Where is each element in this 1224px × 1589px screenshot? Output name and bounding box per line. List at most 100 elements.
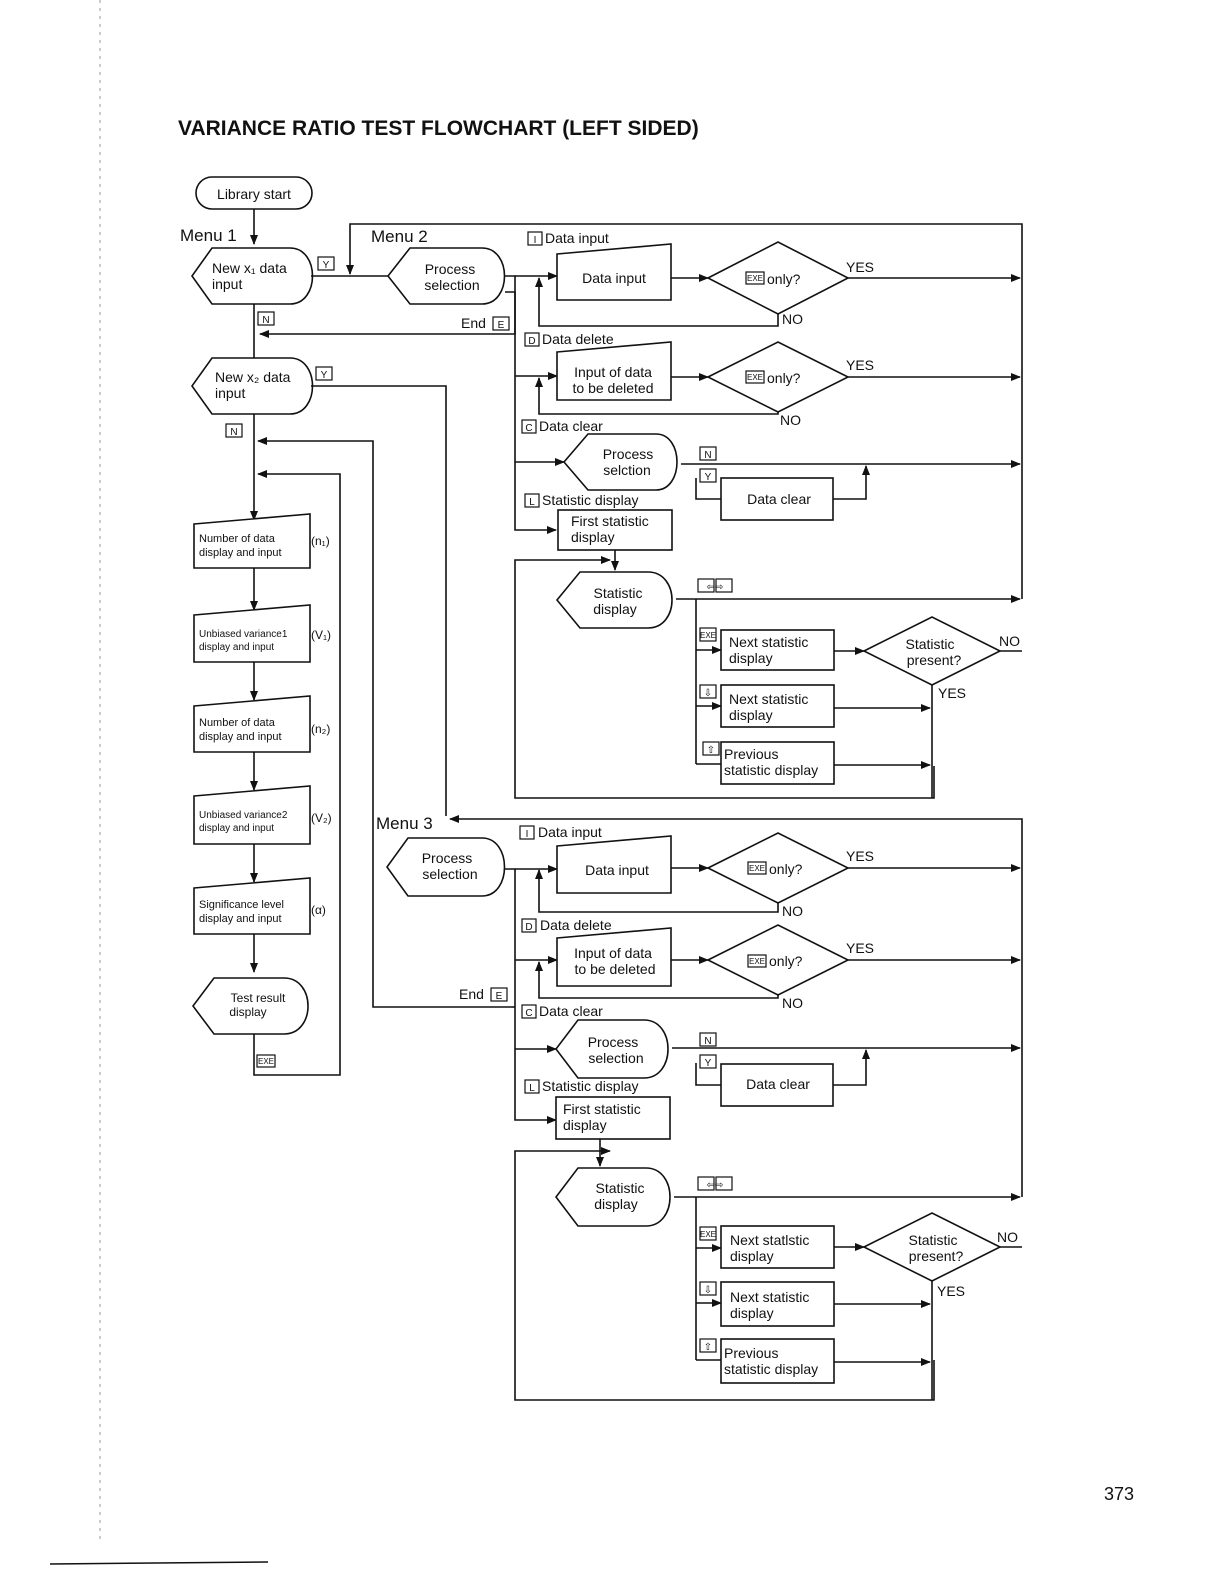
- menu3-stat-display-line2: display: [594, 1196, 638, 1212]
- left-arrow-key-icon: [697, 578, 715, 593]
- i-key-icon: [527, 231, 543, 246]
- new-x1-input-shape: [191, 247, 314, 305]
- n1-box-line2: display and input: [199, 547, 282, 559]
- left-right-keys-label: ⇦⇨: [707, 1180, 724, 1191]
- line-menu3-stat-loop: [514, 1147, 935, 1401]
- menu3-first-stat-line2: display: [563, 1117, 607, 1133]
- new-x1-label-line2: input: [212, 276, 242, 292]
- right-arrow-key-icon: [715, 1176, 733, 1191]
- test-result-line2: display: [229, 1005, 266, 1019]
- menu2-only-label-2: only?: [767, 370, 801, 386]
- menu2-delete-line1: Input of data: [574, 364, 652, 380]
- line-menu2-branch-spine: [505, 275, 557, 534]
- menu3-data-clear-box-label: Data clear: [746, 1076, 810, 1092]
- menu3-label: Menu 3: [376, 814, 433, 833]
- menu3-no-2: NO: [782, 995, 803, 1011]
- v1-symbol: (V₁): [311, 628, 331, 642]
- y-key-label: Y: [323, 260, 330, 271]
- menu3-process-selection-shape: [386, 837, 506, 897]
- line-menu2-stat-loop: [514, 556, 935, 799]
- n-key-label: N: [704, 450, 711, 461]
- y-key-icon: [699, 468, 717, 483]
- y-key-icon: [315, 366, 333, 381]
- menu2-data-input-box: [556, 243, 672, 301]
- menu3-delete-line2: to be deleted: [575, 961, 656, 977]
- exe-key-label: EXE: [749, 864, 765, 873]
- menu3-next-statistic-box-2: [720, 1281, 835, 1327]
- e-key-label: E: [498, 320, 505, 331]
- new-x2-input-shape: [191, 357, 314, 415]
- new-x1-label-line1: New x₁ data: [212, 260, 287, 276]
- n-key-label: N: [262, 315, 269, 326]
- line-menu3-branch-spine: [505, 868, 557, 1124]
- line-data-clear-return: [833, 465, 870, 500]
- d-key-label: D: [525, 922, 532, 933]
- menu3-data-clear-branch: Data clear: [539, 1003, 603, 1019]
- menu3-first-stat-line1: First statistic: [563, 1101, 641, 1117]
- down-arrow-key-icon: [699, 684, 717, 699]
- page-bottom-edge: [49, 1561, 269, 1565]
- menu3-data-input-box-label: Data input: [585, 862, 649, 878]
- down-key-label: ⇩: [704, 1285, 712, 1296]
- up-arrow-key-icon: [702, 741, 720, 756]
- menu2-data-delete-branch: Data delete: [542, 331, 614, 347]
- e-key-icon: [492, 316, 510, 331]
- menu3-clear-process-shape: [554, 1019, 669, 1079]
- y-key-label: Y: [321, 370, 328, 381]
- menu3-present-no: NO: [997, 1229, 1018, 1245]
- menu2-end-label: End: [461, 315, 486, 331]
- menu3-next-stat2-line2: display: [730, 1305, 774, 1321]
- menu2-first-stat-line2: display: [571, 529, 615, 545]
- e-key-label: E: [496, 991, 503, 1002]
- v1-box-line2: display and input: [199, 642, 274, 653]
- page-number: 373: [1104, 1484, 1134, 1504]
- test-result-display-shape: [192, 977, 309, 1035]
- menu3-stat-display-line1: Statistic: [595, 1180, 644, 1196]
- n1-box-line1: Number of data: [199, 533, 276, 545]
- menu3-no-1: NO: [782, 903, 803, 919]
- left-arrow-key-icon: [697, 1176, 715, 1191]
- menu3-previous-statistic-box: [720, 1338, 835, 1384]
- menu2-data-input-branch: Data input: [545, 230, 609, 246]
- l-key-icon: [524, 493, 540, 508]
- exe-key-label: EXE: [749, 957, 765, 966]
- n2-box-line1: Number of data: [199, 717, 276, 729]
- test-result-line1: Test result: [231, 991, 286, 1005]
- exe-key-label: EXE: [747, 373, 763, 382]
- menu3-data-delete-branch: Data delete: [540, 917, 612, 933]
- exe-key-icon: [745, 271, 765, 285]
- line-menu3-loop-top: [449, 815, 1023, 1197]
- v2-box-line1: Unbiased variance2: [199, 810, 288, 821]
- i-key-label: I: [534, 235, 537, 246]
- menu3-end-label: End: [459, 986, 484, 1002]
- line-decision2-no: [535, 961, 779, 999]
- line-exe-loop-return: [253, 470, 341, 1076]
- menu3-prev-line2: statistic display: [724, 1361, 818, 1377]
- down-key-label: ⇩: [704, 688, 712, 699]
- page-title: VARIANCE RATIO TEST FLOWCHART (LEFT SIDE…: [178, 117, 699, 140]
- menu2-statistic-display-shape: [555, 571, 673, 629]
- d-key-icon: [521, 918, 537, 933]
- menu3-data-input-box: [556, 835, 672, 894]
- menu2-yes-2: YES: [846, 357, 874, 373]
- l-key-icon: [524, 1079, 540, 1094]
- n2-symbol: (n₂): [311, 722, 330, 736]
- v2-box-line2: display and input: [199, 823, 274, 834]
- menu3-clear-process-line2: selection: [588, 1050, 643, 1066]
- library-start-label: Library start: [217, 186, 291, 202]
- alpha-symbol: (α): [311, 903, 326, 917]
- menu2-statistic-display-branch: Statistic display: [542, 492, 638, 508]
- menu2-delete-line2: to be deleted: [573, 380, 654, 396]
- down-arrow-key-icon: [699, 1281, 717, 1296]
- menu2-process-line2: selection: [424, 277, 479, 293]
- e-key-icon: [490, 987, 508, 1002]
- exe-key-icon: [747, 861, 767, 875]
- right-arrow-key-icon: [715, 578, 733, 593]
- exe-key-icon: [745, 370, 765, 384]
- i-key-label: I: [526, 829, 529, 840]
- menu3-first-statistic-box: [555, 1096, 671, 1140]
- menu3-yes-2: YES: [846, 940, 874, 956]
- menu2-data-clear-branch: Data clear: [539, 418, 603, 434]
- menu2-stat-display-line2: display: [593, 601, 637, 617]
